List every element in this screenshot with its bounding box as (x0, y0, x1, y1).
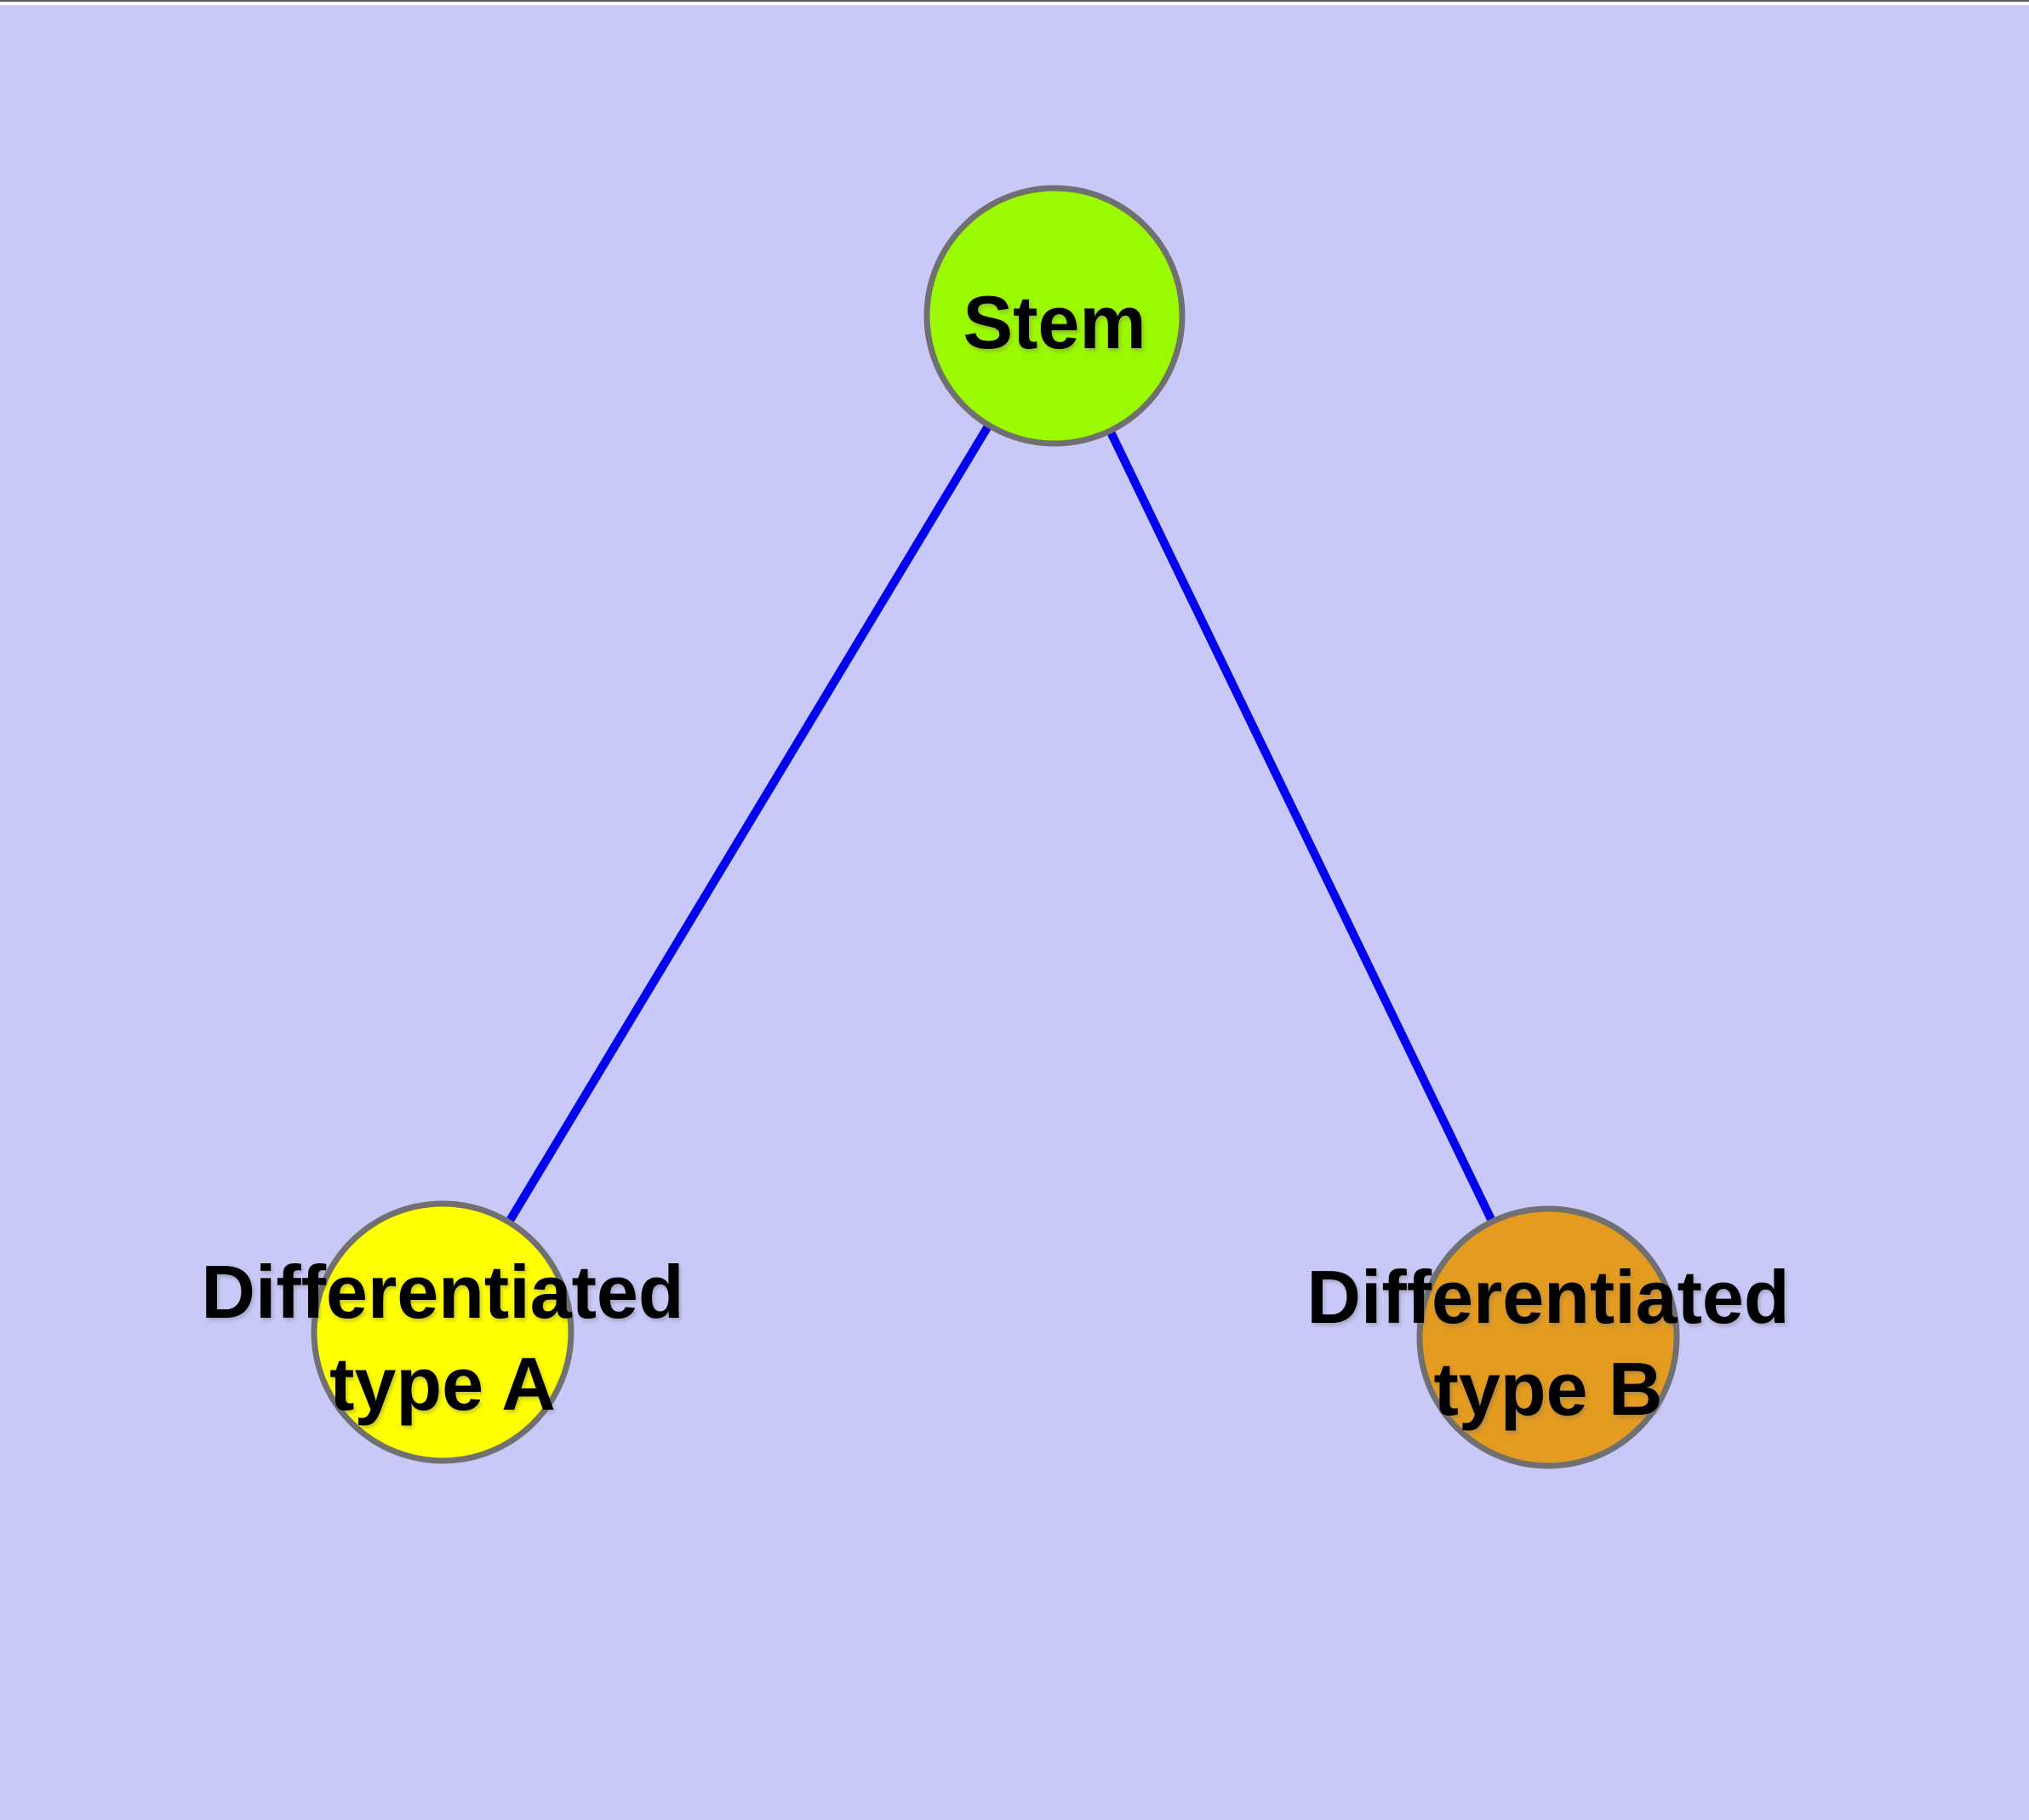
differentiated-type-b-node[interactable] (1416, 1205, 1680, 1469)
edge-stem-to-type-b (1050, 313, 1552, 1340)
edge-stem-to-type-a (438, 313, 1059, 1335)
top-edge-line (0, 0, 2029, 2)
stem-node[interactable] (923, 185, 1186, 447)
stem-node-label: Stem (963, 280, 1146, 364)
type-b-label-line2: type B (1434, 1347, 1663, 1431)
differentiated-type-a-node[interactable] (311, 1200, 574, 1464)
type-a-label-line2: type A (329, 1342, 556, 1426)
type-a-label-line1: Differentiated (201, 1250, 683, 1334)
top-edge-strip (0, 2, 2029, 5)
type-b-label-line1: Differentiated (1306, 1255, 1789, 1339)
